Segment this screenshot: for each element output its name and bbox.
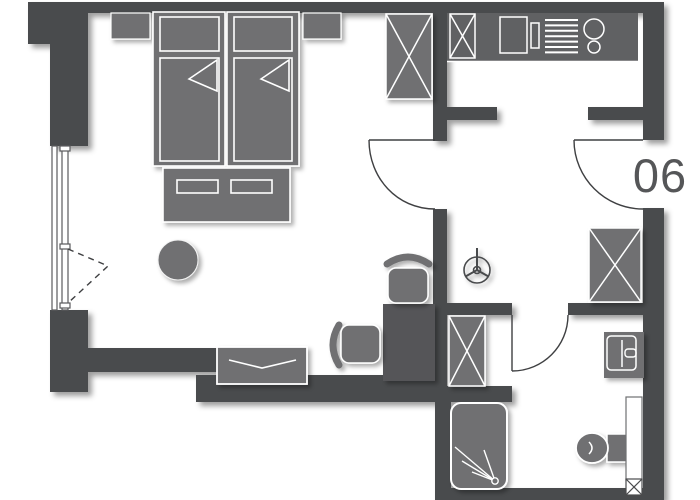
bench-slot-left [176,179,219,194]
ceiling-fan-icon [463,248,491,284]
wall-top [28,2,664,13]
toilet-detail [588,441,593,455]
bench-slot-right [230,179,273,194]
shower-head [491,477,499,485]
window-outer-line [51,145,58,311]
pillow-icon [233,16,293,52]
chair-seat [340,324,381,364]
kitchen-burner-small-icon [587,40,601,54]
blanket-icon [159,57,220,162]
chair-left-icon [329,321,381,369]
wardrobe-dressing-icon [448,315,486,387]
door-swing-bathroom-icon [511,314,569,372]
wall-left-pier-top [50,13,88,146]
walls [28,2,664,500]
door-swing-entry-icon [573,139,644,210]
sideboard-luggage-rack-icon [216,346,308,385]
wall-bottom [435,488,664,500]
wardrobe-cross-2 [588,227,642,303]
chair-back [329,321,343,369]
room-number-label: 06 [633,149,687,202]
duct-cross-2 [625,478,643,496]
shower-spray [454,446,496,482]
bed-area [110,11,342,223]
wall-bath-left [435,402,451,492]
door-bathroom-arc [511,314,569,372]
toilet-tank [606,433,628,463]
wall-mid-bottom [433,209,447,386]
twin-bed-right-icon [226,11,300,167]
washbasin-icon [604,332,644,378]
wardrobe-bedroom-icon [385,13,433,100]
duct-shaft-icon [625,396,643,496]
nightstand-right-icon [302,12,342,40]
chair-top-icon [383,253,433,304]
shower-icon [450,402,508,490]
wardrobe-cross-2 [448,315,486,387]
kitchen-cabinet-cross-2 [449,13,476,59]
wall-bedroom-bottom-a [88,348,218,372]
window-casement-icon [51,145,110,311]
pillow-icon [159,16,220,52]
door-entry-arc [573,139,644,210]
wall-stub-kitchen [447,107,497,120]
blanket-icon [233,57,293,162]
kitchen-counter [447,13,638,62]
window-mullion-top [59,145,71,152]
twin-bed-left-icon [152,11,226,167]
round-table-icon [157,239,199,281]
wardrobe-hall-icon [588,227,642,303]
window-mullion-bottom [59,302,71,309]
footboard-bench-icon [162,167,291,223]
kitchen-drainer-icon [530,22,540,49]
door-bedroom-arc [368,139,436,210]
chair-seat [387,267,429,304]
wall-top-left-foot [28,31,50,44]
blanket-fold-icon [187,58,218,93]
window-mullion-mid [59,243,71,250]
blanket-fold-icon [259,58,290,93]
kitchen-sink-icon [499,16,528,54]
nightstand-left-icon [110,12,151,40]
wall-left-pier-bottom [50,310,88,392]
sideboard-chevron [228,359,297,369]
kitchen-grille-icon [545,19,578,54]
wall-right-top [643,2,664,140]
chair-back [383,253,433,268]
window-frame [61,145,69,311]
washbasin-tap [624,348,637,358]
wall-mid-top [433,13,447,141]
door-swing-bedroom-icon [368,139,436,210]
wardrobe-cross-2 [385,13,433,100]
wall-right-bottom [643,208,664,497]
duct-shaft-body [625,396,643,481]
wall-stub-bath-left [447,303,512,315]
washbasin-counter [604,332,644,378]
window-swing-dashed [67,248,110,304]
wall-bath-top-band [433,386,512,402]
kitchenette [447,13,638,63]
desk-icon [383,304,435,381]
wall-stub-hall [588,107,643,120]
kitchen-burner-large-icon [583,18,605,40]
toilet-icon [575,432,628,464]
wall-stub-bath-right [568,303,643,315]
kitchen-cabinet-icon [449,13,476,59]
